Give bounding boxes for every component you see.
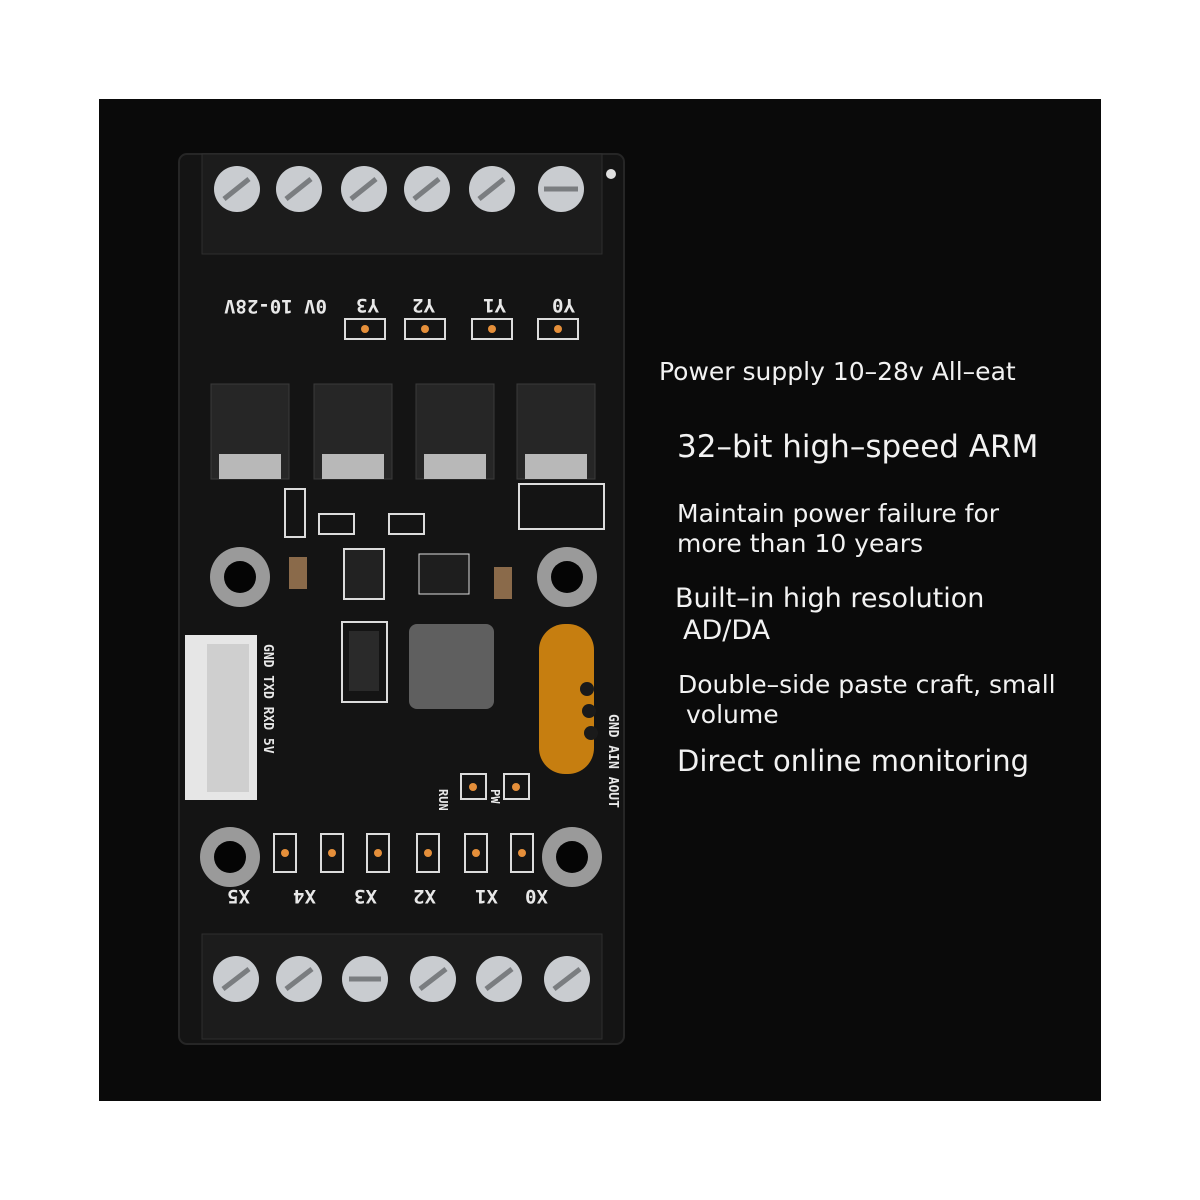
mounting-holes	[200, 547, 602, 887]
top-terminal-block	[201, 153, 603, 255]
input-label-x3: X3	[354, 885, 377, 907]
bottom-screws	[213, 956, 590, 1002]
feature-adda-line2: AD/DA	[683, 615, 771, 647]
output-leds	[344, 318, 579, 340]
plc-board-image: 0V 10-28V Y3 Y2 Y1 Y0	[178, 153, 625, 1045]
feature-monitoring: Direct online monitoring	[677, 744, 1030, 778]
feature-cpu: 32–bit high–speed ARM	[677, 429, 1039, 465]
feature-craft-line2: volume	[686, 700, 779, 729]
feature-craft-line1: Double–side paste craft, small	[678, 670, 1056, 699]
product-photo: 0V 10-28V Y3 Y2 Y1 Y0	[99, 99, 1101, 1101]
input-label-x1: X1	[475, 885, 498, 907]
input-leds	[273, 833, 534, 873]
inductor	[409, 624, 494, 709]
pw-silk-label: PW	[488, 789, 502, 804]
feature-adda-line1: Built–in high resolution	[675, 583, 985, 614]
feature-memory-line2: more than 10 years	[677, 529, 924, 558]
capacitor	[539, 624, 594, 774]
input-label-x0: X0	[525, 885, 548, 907]
input-label-x5: X5	[227, 885, 250, 907]
bottom-terminal-block	[201, 933, 603, 1040]
feature-craft: Double–side paste craft, small volume	[678, 670, 1056, 730]
analog-silk-label: GND AIN AOUT	[605, 714, 620, 808]
top-screws	[214, 166, 584, 212]
power-silk-label: 0V 10-28V	[224, 295, 327, 317]
output-label-y2: Y2	[412, 294, 435, 316]
feature-memory-line1: Maintain power failure for	[677, 499, 1000, 528]
input-label-x4: X4	[293, 885, 316, 907]
output-label-y0: Y0	[552, 294, 575, 316]
run-silk-label: RUN	[436, 789, 450, 811]
feature-adda: Built–in high resolution AD/DA	[675, 583, 984, 648]
output-label-y3: Y3	[356, 294, 379, 316]
output-label-y1: Y1	[483, 294, 506, 316]
serial-silk-label: GND TXD RXD 5V	[260, 644, 275, 754]
mosfets	[210, 383, 596, 480]
smd-components	[284, 483, 605, 600]
feature-memory: Maintain power failure for more than 10 …	[677, 499, 999, 559]
feature-power-supply: Power supply 10–28v All–eat	[659, 357, 1016, 386]
input-label-x2: X2	[413, 885, 436, 907]
